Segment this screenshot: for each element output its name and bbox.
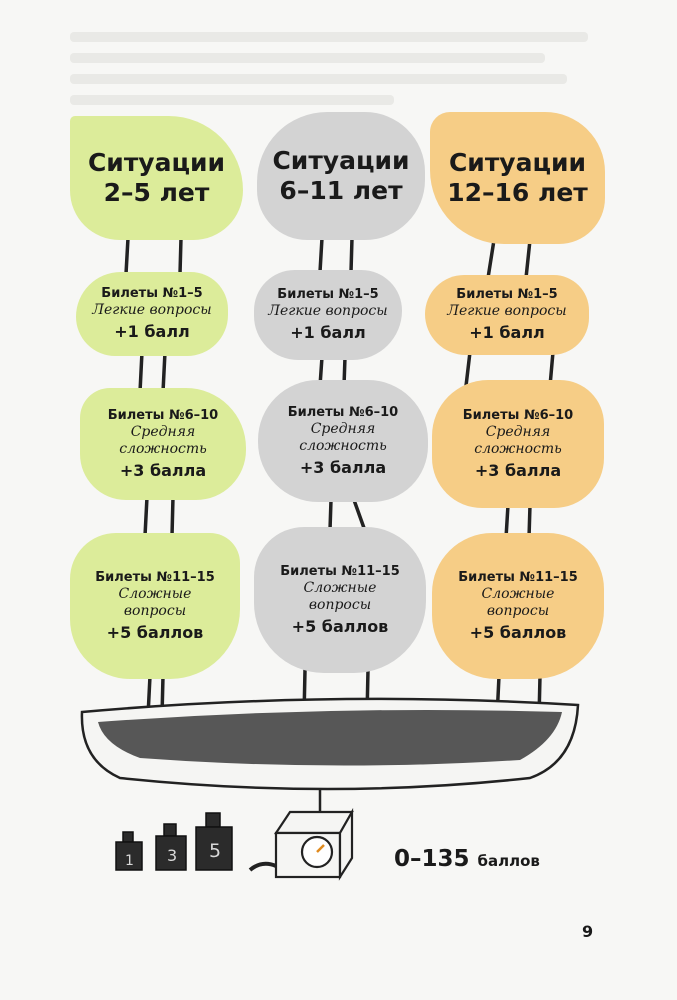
legs-icon: [486, 238, 532, 280]
points-label: +3 балла: [119, 460, 207, 480]
page-number: 9: [582, 922, 594, 941]
points-label: +1 балл: [114, 322, 190, 341]
legs-icon: [143, 495, 175, 538]
tickets-label: Билеты №6–10: [107, 407, 219, 423]
header-blob-6-11: Ситуации 6–11 лет: [257, 112, 425, 240]
total-unit: баллов: [477, 852, 540, 870]
scale-icon: [273, 807, 354, 881]
points-label: +3 балла: [299, 457, 387, 477]
tickets-label: Билеты №1–5: [101, 286, 203, 301]
weight-label-1: 1: [125, 853, 134, 869]
desc-label: Средняя: [485, 423, 551, 440]
desc-label: Средняя: [310, 420, 376, 437]
weights-icon: [115, 812, 233, 871]
header-line1: Ситуации: [272, 146, 410, 175]
desc-label: Сложные: [118, 585, 192, 602]
desc-label: Средняя: [130, 423, 196, 440]
desc-label: Легкие вопросы: [92, 302, 212, 318]
desc-label: вопросы: [123, 602, 187, 619]
level-blob: Билеты №1–5 Легкие вопросы +1 балл: [254, 270, 402, 360]
desc-label: сложность: [299, 437, 387, 454]
desc-label: сложность: [474, 440, 562, 457]
legs-icon: [318, 236, 354, 274]
header-line2: 2–5 лет: [103, 178, 210, 207]
weight-label-5: 5: [209, 840, 221, 862]
desc-label: Легкие вопросы: [447, 303, 567, 319]
legs-icon: [138, 350, 167, 394]
bleed-through-text: [70, 32, 610, 122]
tickets-label: Билеты №1–5: [277, 287, 379, 302]
total-range: 0–135: [394, 846, 470, 872]
header-line2: 6–11 лет: [279, 176, 403, 205]
header-line1: Ситуации: [448, 148, 587, 177]
points-label: +5 баллов: [469, 622, 567, 642]
header-line2: 12–16 лет: [447, 178, 588, 207]
points-label: +1 балл: [469, 323, 545, 342]
tickets-label: Билеты №6–10: [462, 407, 574, 423]
level-blob: Билеты №11–15 Сложные вопросы +5 баллов: [70, 533, 240, 679]
level-blob: Билеты №6–10 Средняя сложность +3 балла: [432, 380, 604, 508]
header-line1: Ситуации: [87, 148, 226, 177]
level-blob: Билеты №6–10 Средняя сложность +3 балла: [258, 380, 428, 502]
desc-label: вопросы: [486, 602, 550, 619]
level-blob: Билеты №1–5 Легкие вопросы +1 балл: [76, 272, 228, 356]
desc-label: вопросы: [308, 596, 372, 613]
level-blob: Билеты №11–15 Сложные вопросы +5 баллов: [432, 533, 604, 679]
desc-label: Сложные: [303, 579, 377, 596]
level-blob: Билеты №1–5 Легкие вопросы +1 балл: [425, 275, 589, 355]
points-label: +3 балла: [474, 460, 562, 480]
tickets-label: Билеты №11–15: [458, 569, 578, 585]
total-points: 0–135 баллов: [394, 846, 540, 872]
tickets-label: Билеты №6–10: [287, 404, 399, 420]
legs-icon: [328, 498, 366, 532]
legs-icon: [124, 236, 183, 276]
tickets-label: Билеты №1–5: [456, 287, 558, 302]
points-label: +5 баллов: [291, 616, 389, 636]
points-label: +5 баллов: [106, 622, 204, 642]
desc-label: Сложные: [481, 585, 555, 602]
tickets-label: Билеты №11–15: [280, 563, 400, 579]
header-blob-2-5: Ситуации 2–5 лет: [70, 116, 243, 240]
level-blob: Билеты №6–10 Средняя сложность +3 балла: [80, 388, 246, 500]
scale-shading: [98, 709, 562, 766]
legs-icon: [504, 503, 532, 540]
weight-label-3: 3: [167, 846, 177, 865]
tickets-label: Билеты №11–15: [95, 569, 215, 585]
header-blob-12-16: Ситуации 12–16 лет: [430, 112, 605, 244]
level-blob: Билеты №11–15 Сложные вопросы +5 баллов: [254, 527, 426, 673]
desc-label: Легкие вопросы: [268, 303, 388, 319]
desc-label: сложность: [119, 440, 207, 457]
points-label: +1 балл: [290, 323, 366, 342]
